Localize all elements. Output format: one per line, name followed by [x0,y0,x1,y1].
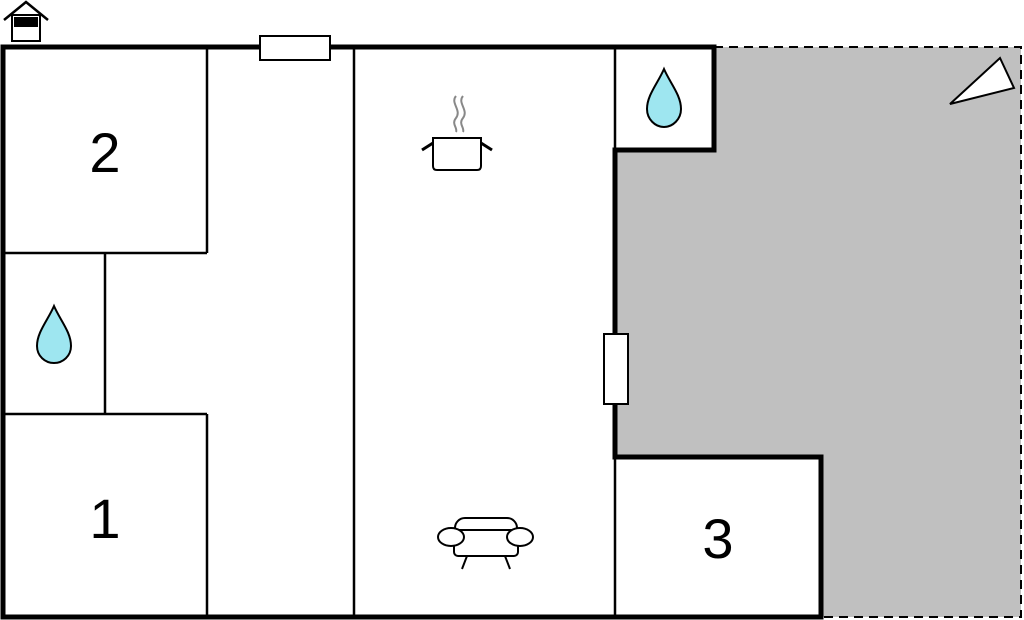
window-top [259,35,331,61]
terrace-door [603,333,629,405]
house-icon [3,0,49,42]
sofa-icon [437,517,534,570]
terrace-dashed-border [714,46,1022,618]
room-label-1: 1 [89,487,120,550]
terrace-area [615,47,1021,617]
water-drop-icon [645,66,683,129]
room-label-2: 2 [89,121,120,184]
water-drop-icon [35,303,73,365]
cooking-pot-icon [421,95,493,171]
north-arrow-icon [949,56,1016,105]
interior-walls [3,47,617,617]
room-label-3: 3 [702,507,733,570]
